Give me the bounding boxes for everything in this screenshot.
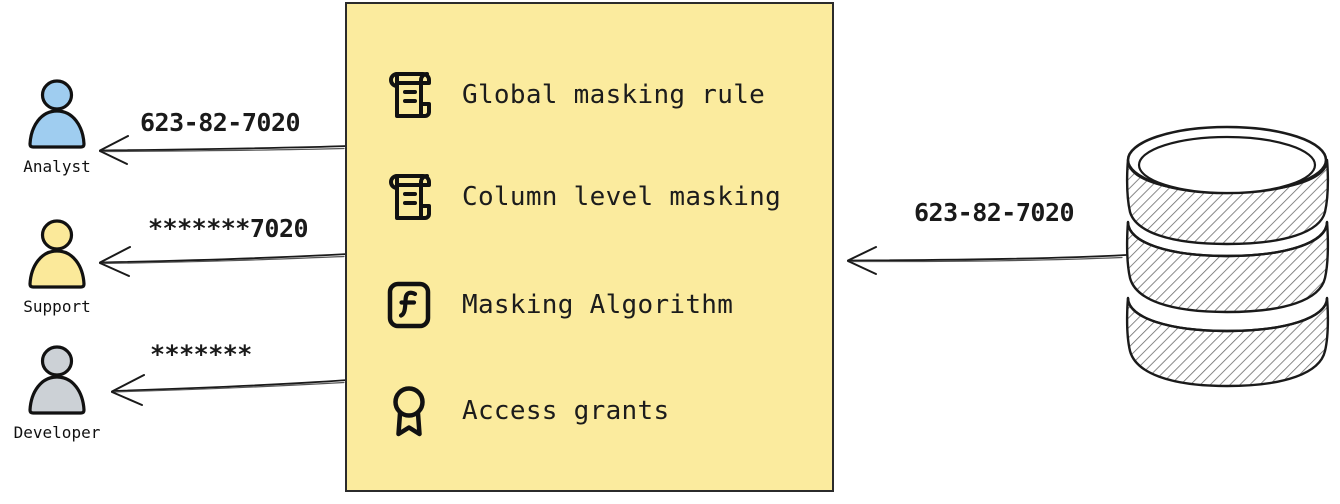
policy-panel: Global masking rule Column level masking <box>345 2 834 492</box>
arrow-to-analyst <box>99 135 349 165</box>
policy-item-label: Column level masking <box>462 182 782 212</box>
actor-developer: Developer <box>2 344 112 442</box>
person-icon <box>21 344 93 422</box>
scroll-icon <box>383 169 435 225</box>
policy-item-label: Masking Algorithm <box>462 290 734 320</box>
person-icon <box>21 218 93 296</box>
edge-label-developer: ******* <box>150 340 252 369</box>
edge-label-analyst: 623-82-7020 <box>140 108 301 137</box>
database-cylinder-icon <box>1120 118 1335 396</box>
policy-item-access-grants[interactable]: Access grants <box>383 382 669 440</box>
scroll-icon <box>383 67 435 123</box>
medal-icon <box>383 383 435 439</box>
actor-analyst: Analyst <box>2 78 112 176</box>
function-icon <box>383 277 435 333</box>
actor-support: Support <box>2 218 112 316</box>
policy-item-column-level-masking[interactable]: Column level masking <box>383 168 781 226</box>
edge-label-database: 623-82-7020 <box>914 198 1075 227</box>
policy-item-label: Global masking rule <box>462 80 766 110</box>
policy-item-global-masking-rule[interactable]: Global masking rule <box>383 66 765 124</box>
policy-item-label: Access grants <box>462 396 670 426</box>
actor-label: Developer <box>13 423 101 442</box>
actor-label: Support <box>23 297 91 316</box>
edge-label-support: *******7020 <box>148 214 309 243</box>
arrow-to-support <box>99 246 349 277</box>
arrow-database-to-panel <box>847 246 1127 275</box>
person-icon <box>21 78 93 156</box>
actor-label: Analyst <box>23 157 91 176</box>
policy-item-masking-algorithm[interactable]: Masking Algorithm <box>383 276 733 334</box>
arrow-to-developer <box>111 374 349 406</box>
